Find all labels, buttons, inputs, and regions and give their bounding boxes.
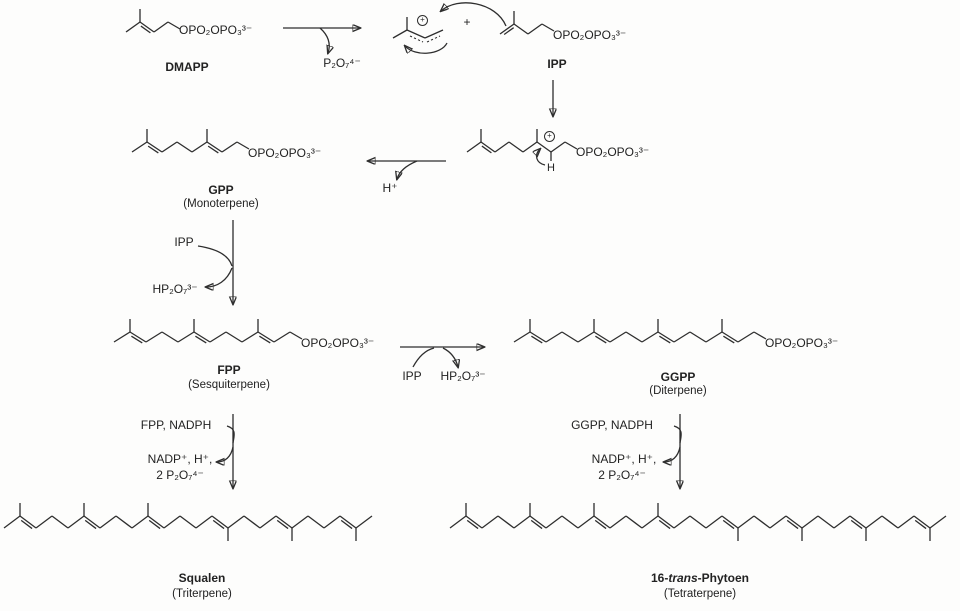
- structure-ggpp: [513, 319, 767, 344]
- byproduct-pyrophosphate: P₂O₇⁴⁻: [323, 56, 361, 70]
- reaction-arrows: [197, 2, 682, 488]
- skeletal-structures: [3, 9, 947, 541]
- arrow-cation-delocalization: [405, 42, 448, 53]
- reagent-ipp: IPP: [174, 235, 194, 249]
- byproducts-pyrophosphate: 2 P₂O₇⁴⁻: [156, 468, 204, 482]
- phytoene-name-prefix: 16-: [650, 571, 669, 585]
- curve-ipp-in: [412, 347, 435, 368]
- pp-group-fpp: OPO₂OPO₃³⁻: [301, 336, 375, 350]
- curve-hp2o7-out: [206, 267, 233, 287]
- curve-nadp-out: [664, 446, 681, 462]
- compound-label-dmapp: DMAPP: [165, 60, 209, 74]
- curve-hp2o7-out: [442, 347, 458, 367]
- arrow-h-abstraction: [537, 149, 546, 166]
- terpene-class-ggpp: (Diterpene): [649, 385, 707, 397]
- pp-group-gpp: OPO₂OPO₃³⁻: [248, 146, 322, 160]
- byproducts-nadp-h: NADP⁺, H⁺,: [591, 452, 657, 466]
- positive-charge-icon: +: [544, 131, 555, 142]
- proton-label-h: H: [547, 162, 555, 174]
- reagent-ipp: IPP: [402, 369, 422, 383]
- arrow-release-pyrophosphate: [319, 27, 329, 53]
- terpene-class-fpp: (Sesquiterpene): [188, 379, 270, 391]
- byproduct-hp2o7: HP₂O₇³⁻: [440, 369, 486, 383]
- phytoene-name-trans: trans: [668, 571, 698, 585]
- reagents-ggpp-nadph: GGPP, NADPH: [571, 418, 653, 432]
- compound-label-gpp: GPP: [208, 183, 234, 197]
- compound-label-fpp: FPP: [217, 363, 241, 377]
- plus-sign: +: [463, 15, 471, 29]
- compound-label-phytoene: 16-trans-Phytoen: [651, 572, 749, 585]
- byproducts-pyrophosphate: 2 P₂O₇⁴⁻: [598, 468, 646, 482]
- structure-dmapp: [125, 9, 181, 34]
- positive-charge-icon: +: [417, 15, 428, 26]
- compound-label-squalene: Squalen: [178, 571, 226, 585]
- terpene-class-squalene: (Triterpene): [172, 588, 232, 600]
- phytoene-name-suffix: -Phytoen: [697, 571, 750, 585]
- curve-nadph-in: [673, 425, 682, 444]
- terpene-class-phytoene: (Tetraterpene): [663, 588, 737, 600]
- arrow-release-proton: [397, 160, 418, 179]
- compound-label-ipp: IPP: [547, 57, 567, 71]
- pp-group-ggpp: OPO₂OPO₃³⁻: [765, 336, 839, 350]
- structure-phytoene: [449, 503, 947, 541]
- structure-allylic-cation: [392, 17, 444, 43]
- arrow-ipp-attack: [441, 2, 507, 27]
- reagents-fpp-nadph: FPP, NADPH: [140, 418, 212, 432]
- compound-label-ggpp: GGPP: [660, 370, 696, 384]
- byproducts-nadp-h: NADP⁺, H⁺,: [147, 452, 213, 466]
- structure-fpp: [113, 319, 303, 344]
- structure-gpp: [131, 129, 250, 154]
- pp-group-dmapp: OPO₂OPO₃³⁻: [179, 23, 253, 37]
- structure-squalene: [3, 503, 373, 541]
- terpene-class-gpp: (Monoterpene): [183, 198, 259, 210]
- byproduct-proton: H⁺: [382, 181, 398, 195]
- structure-cation2: [466, 129, 578, 161]
- pp-group-cation: OPO₂OPO₃³⁻: [576, 145, 650, 159]
- curve-ipp-in: [197, 245, 233, 267]
- byproduct-hp2o7: HP₂O₇³⁻: [152, 282, 198, 296]
- curve-nadp-out: [217, 446, 234, 462]
- curve-nadph-in: [226, 425, 235, 444]
- structure-ipp: [499, 11, 555, 36]
- pp-group-ipp: OPO₂OPO₃³⁻: [553, 28, 627, 42]
